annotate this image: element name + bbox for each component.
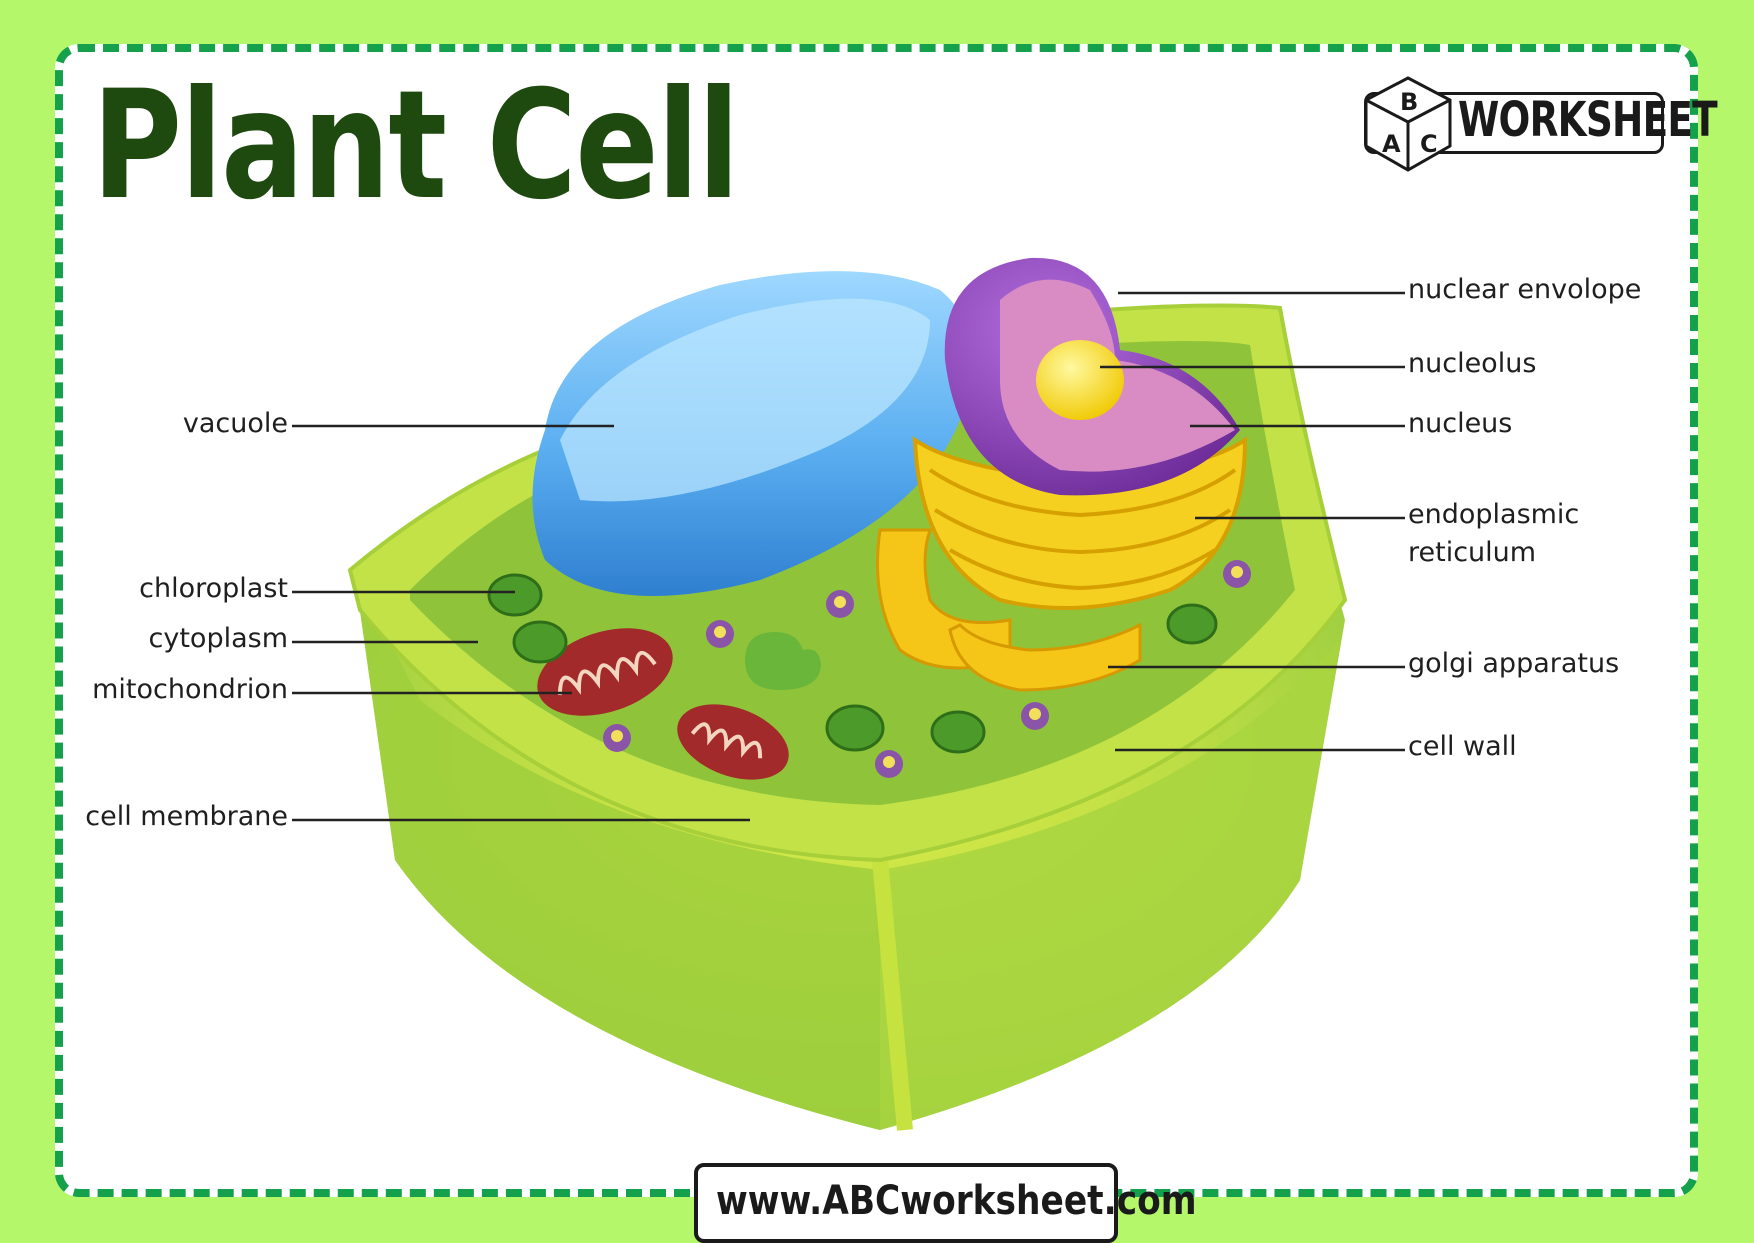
- label-mitochondrion: mitochondrion: [92, 674, 288, 705]
- cell-wall-crease: [872, 859, 913, 1131]
- label-nucleus: nucleus: [1408, 408, 1513, 439]
- footer-url-badge[interactable]: www.ABCworksheet.com: [694, 1163, 1197, 1243]
- nucleolus-body: [1036, 340, 1124, 420]
- label-nuclear-envelope: nuclear envolope: [1408, 274, 1642, 305]
- cell-wall-right-face: [880, 640, 1340, 1130]
- cube-letter-a: A: [1382, 130, 1401, 158]
- label-nucleolus: nucleolus: [1408, 348, 1537, 379]
- label-golgi-apparatus: golgi apparatus: [1408, 648, 1620, 679]
- leader-lines: [292, 291, 1405, 822]
- chloroplast-group: [487, 573, 1218, 754]
- label-vacuole: vacuole: [182, 408, 288, 439]
- label-reticulum: reticulum: [1408, 537, 1537, 568]
- brand-wordmark: WORKSHEET: [1458, 92, 1718, 148]
- label-endoplasmic: endoplasmic: [1408, 499, 1580, 530]
- cube-letter-b: B: [1400, 88, 1418, 116]
- cell-wall-left-face: [355, 575, 880, 1130]
- label-cytoplasm: cytoplasm: [148, 623, 288, 654]
- label-cell-membrane: cell membrane: [85, 801, 288, 832]
- footer-url[interactable]: www.ABCworksheet.com: [716, 1178, 1197, 1224]
- label-chloroplast: chloroplast: [139, 573, 288, 604]
- cube-letter-c: C: [1420, 130, 1438, 158]
- er-folds: [928, 468, 1237, 591]
- vesicle-group: [603, 560, 1251, 778]
- page-title: Plant Cell: [92, 59, 740, 233]
- vacuole-highlight: [560, 298, 930, 502]
- lysosome: [745, 632, 821, 691]
- mitochondrion-2: [677, 704, 789, 780]
- golgi-stack-2: [948, 622, 1142, 692]
- brand-logo: A B C WORKSHEET: [1358, 74, 1718, 174]
- label-cell-wall: cell wall: [1408, 731, 1517, 762]
- abc-cube-icon: A B C: [1364, 76, 1452, 172]
